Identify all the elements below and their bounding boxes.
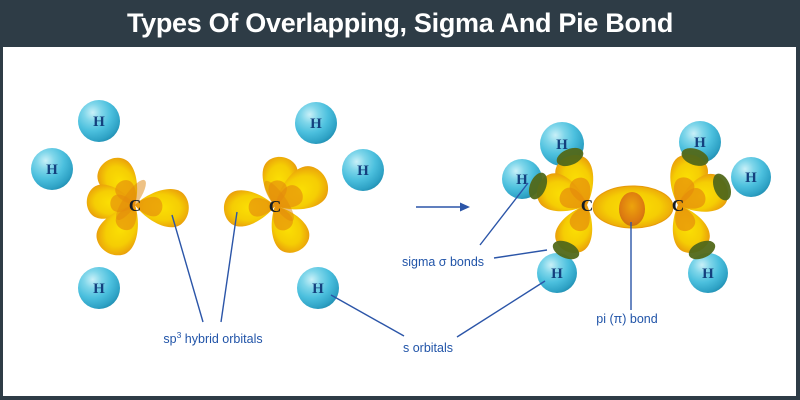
hydrogen-label: H — [310, 116, 322, 132]
carbon-label: C — [581, 196, 593, 215]
hydrogen-label: H — [694, 135, 706, 151]
sigma-ch-overlap — [552, 240, 580, 260]
hydrogen-atom — [537, 253, 577, 293]
hydrogen-atom — [31, 148, 73, 190]
sp3-suffix: hybrid orbitals — [181, 332, 262, 346]
sigma-ch-overlap — [681, 148, 709, 166]
hydrogen-label: H — [702, 266, 714, 282]
label-s-orbitals: s orbitals — [403, 341, 453, 355]
sp3-prefix: sp — [163, 332, 176, 346]
hydrogen-atom — [295, 102, 337, 144]
product-orbitals — [531, 149, 734, 259]
arrow-head — [460, 202, 470, 212]
page-title: Types Of Overlapping, Sigma And Pie Bond — [126, 8, 674, 38]
hydrogen-label: H — [93, 281, 105, 297]
leader-sp3-right — [220, 211, 238, 323]
hydrogen-atom — [688, 253, 728, 293]
hydrogen-label: H — [556, 137, 568, 153]
reaction-arrow — [416, 202, 470, 212]
sigma-ch-overlap — [713, 173, 731, 201]
sigma-ch-overlap — [556, 147, 584, 167]
carbon-label: C — [269, 197, 281, 216]
hydrogen-atom — [342, 149, 384, 191]
carbon-label: C — [672, 196, 684, 215]
reactant-2-hydrogens — [295, 102, 384, 309]
carbon-label: C — [129, 196, 141, 215]
leader-sp3-left — [171, 214, 204, 323]
hydrogen-label: H — [357, 163, 369, 179]
label-sp3-hybrid-orbitals: sp3 hybrid orbitals — [163, 330, 262, 346]
label-pi-bond: pi (π) bond — [596, 312, 657, 326]
leader-sigma-lower — [493, 249, 548, 259]
sigma-overlap-regions — [528, 147, 731, 260]
leader-s-orbital-left — [330, 294, 405, 337]
hydrogen-atom — [297, 267, 339, 309]
sigma-ch-overlap — [688, 240, 716, 260]
leader-sigma-upper — [479, 182, 529, 246]
pi-bond-lobe — [619, 192, 645, 226]
hydrogen-atom — [731, 157, 771, 197]
hydrogen-label: H — [551, 266, 563, 282]
label-sigma-bonds: sigma σ bonds — [402, 255, 484, 269]
hydrogen-label: H — [745, 170, 757, 186]
annotation-lines — [171, 182, 632, 338]
hydrogen-atom — [78, 267, 120, 309]
hydrogen-label: H — [516, 172, 528, 188]
title-bar: Types Of Overlapping, Sigma And Pie Bond — [0, 0, 800, 47]
hydrogen-label: H — [46, 162, 58, 178]
leader-s-orbital-right — [456, 280, 546, 338]
hydrogen-label: H — [93, 114, 105, 130]
reactant-2-orbitals — [222, 154, 336, 259]
hydrogen-label: H — [312, 281, 324, 297]
reactant-1-orbitals — [85, 151, 191, 263]
hydrogen-atom — [78, 100, 120, 142]
sigma-ch-overlap — [528, 172, 548, 200]
sp3-superscript: 3 — [177, 330, 182, 340]
reactant-1-hydrogens — [31, 100, 120, 309]
